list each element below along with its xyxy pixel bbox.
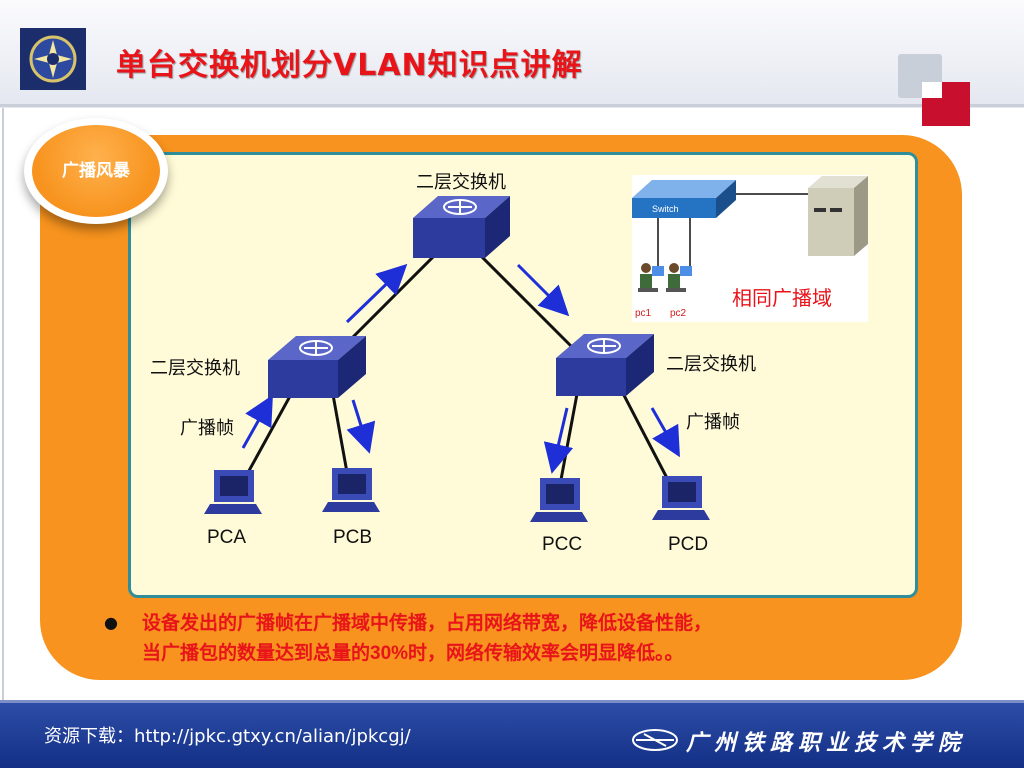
inset-user-pc2-icon — [666, 263, 692, 292]
pc-a-label: PCA — [207, 527, 247, 548]
arrow-pcb-down — [346, 399, 376, 454]
right-switch-label: 二层交换机 — [666, 354, 756, 375]
inset-pc2-label: pc2 — [670, 308, 687, 319]
railway-logo-icon — [632, 729, 678, 751]
footer-download-link[interactable]: 资源下载：http://jpkc.gtxy.cn/alian/jpkcgj/ — [44, 726, 411, 747]
bullet-percent-value: 30% — [370, 643, 409, 664]
inset-server-icon — [808, 176, 868, 256]
pc-d-icon — [652, 476, 710, 520]
switch-right-icon — [556, 334, 654, 396]
footer-school-name: 广州铁路职业技术学院 — [686, 730, 967, 756]
switch-top-icon — [413, 196, 510, 258]
bullet-line-1: 设备发出的广播帧在广播域中传播，占用网络带宽，降低设备性能， — [142, 612, 713, 634]
footer-bar — [0, 700, 1024, 768]
left-margin-rule — [2, 108, 4, 702]
same-broadcast-domain-label: 相同广播域 — [732, 286, 832, 310]
footer-divider — [0, 700, 1024, 703]
pc-c-label: PCC — [542, 534, 583, 555]
inset-switch-text: Switch — [652, 204, 679, 214]
pc-a-icon — [204, 470, 262, 514]
left-switch-label: 二层交换机 — [150, 358, 240, 379]
inset-switch-icon: Switch — [632, 180, 736, 218]
inset-same-broadcast-domain: Switch pc1 pc2 — [632, 175, 868, 322]
page-title: 单台交换机划分VLAN知识点讲解 — [116, 48, 583, 83]
right-broadcast-frame-label: 广播帧 — [686, 412, 740, 433]
left-broadcast-frame-label: 广播帧 — [180, 418, 234, 439]
arrow-pcd-down — [650, 407, 680, 458]
corner-squares-decoration — [898, 54, 970, 126]
topic-badge: 广播风暴 — [24, 118, 168, 224]
header-bar — [0, 0, 1024, 108]
bullet-dot-icon: ● — [104, 613, 118, 632]
pc-c-icon — [530, 478, 588, 522]
arrow-left-up — [345, 263, 408, 324]
switch-left-icon — [268, 336, 366, 398]
inset-user-pc1-icon — [638, 263, 664, 292]
arrow-pca-up — [241, 394, 273, 449]
top-switch-label: 二层交换机 — [416, 172, 506, 193]
header-divider — [0, 104, 1024, 107]
badge-label: 广播风暴 — [62, 161, 130, 181]
pc-d-label: PCD — [668, 534, 709, 555]
school-emblem-icon — [20, 28, 86, 90]
pc-b-icon — [322, 468, 380, 512]
arrow-right-down — [516, 263, 570, 317]
link-top-right — [468, 243, 582, 357]
broadcast-arrows — [241, 263, 680, 474]
pc-b-label: PCB — [333, 527, 373, 548]
bullet-line-2: 当广播包的数量达到总量的30%时，网络传输效率会明显降低。。 — [142, 642, 684, 664]
inset-pc1-label: pc1 — [635, 308, 652, 319]
arrow-pcc-down — [543, 407, 574, 474]
